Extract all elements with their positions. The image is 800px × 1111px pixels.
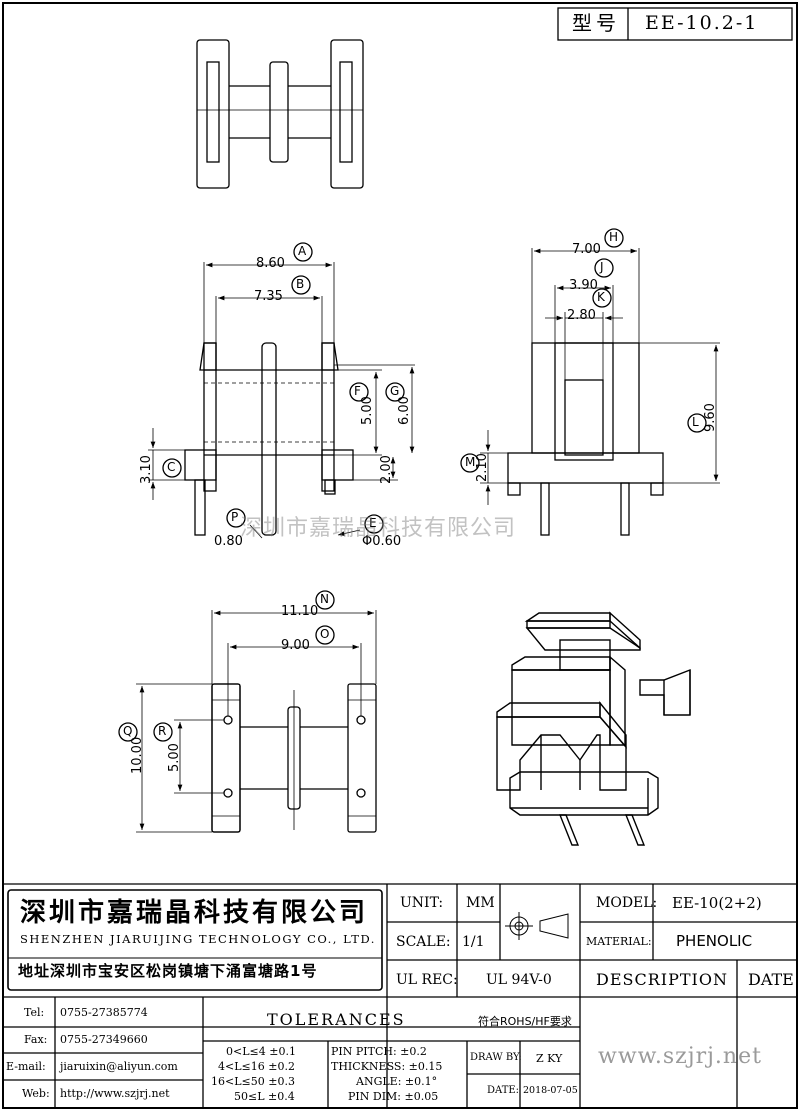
model-label: MODEL: — [596, 895, 658, 911]
tag-m: M — [465, 455, 476, 469]
isometric-view — [496, 611, 691, 846]
contact-tel-value: 0755-27385774 — [60, 1006, 148, 1019]
contact-email-label: E-mail: — [6, 1060, 46, 1073]
dim-e-value: Φ0.60 — [362, 534, 402, 549]
tag-q: Q — [123, 724, 133, 738]
tag-k: K — [597, 290, 605, 304]
model-box-value: EE-10.2-1 — [645, 12, 759, 34]
dim-o-value: 9.00 — [281, 638, 310, 653]
company-address: 地址深圳市宝安区松岗镇塘下涌富塘路1号 — [18, 962, 318, 980]
tag-f: F — [354, 384, 361, 398]
date-label: DATE: — [487, 1085, 520, 1096]
tolerance-other-row: PIN DIM: ±0.05 — [348, 1090, 439, 1103]
description-label: DESCRIPTION — [596, 970, 728, 989]
date-header: DATE — [748, 970, 794, 989]
material-label: MATERIAL: — [586, 935, 652, 948]
tolerance-length-row: 50≤L ±0.4 — [234, 1090, 295, 1103]
tolerance-other-row: THICKNESS: ±0.15 — [331, 1060, 443, 1073]
dim-p-value: 0.80 — [214, 534, 243, 549]
dim-j-value: 3.90 — [569, 278, 598, 293]
draw-by-label: DRAW BY: — [470, 1052, 522, 1063]
contact-tel-label: Tel: — [24, 1006, 45, 1019]
front-view — [148, 262, 415, 539]
dim-g-value: 6.00 — [397, 396, 412, 425]
dim-n-value: 11.10 — [281, 604, 319, 619]
draw-by-value: Z KY — [536, 1052, 563, 1065]
tag-l: L — [692, 415, 699, 429]
tag-e: E — [369, 516, 377, 530]
top-view — [196, 39, 364, 189]
tag-h: H — [609, 230, 619, 244]
dim-m-value: 2.10 — [475, 453, 490, 482]
dim-c-value: 3.10 — [139, 455, 154, 484]
tolerance-length-row: 16<L≤50 ±0.3 — [211, 1075, 295, 1088]
tag-c: C — [167, 460, 176, 474]
tolerances-title: TOLERANCES — [267, 1010, 406, 1029]
contact-fax-label: Fax: — [24, 1033, 48, 1046]
rohs-compliance: 符合ROHS/HF要求 — [478, 1015, 572, 1028]
scale-value: 1/1 — [462, 934, 485, 950]
tag-b: B — [296, 277, 305, 291]
contact-fax-value: 0755-27349660 — [60, 1033, 148, 1046]
material-value: PHENOLIC — [676, 932, 753, 950]
date-value: 2018-07-05 — [523, 1085, 578, 1096]
contact-web-label: Web: — [22, 1087, 50, 1100]
model-value: EE-10(2+2) — [672, 894, 762, 912]
tag-n: N — [320, 592, 329, 606]
unit-value: MM — [466, 895, 495, 911]
ul-rec-value: UL 94V-0 — [486, 972, 552, 988]
dim-b-value: 7.35 — [254, 289, 283, 304]
model-box-label: 型号 — [572, 11, 620, 35]
tolerance-length-row: 0<L≤4 ±0.1 — [226, 1045, 296, 1058]
tag-r: R — [158, 724, 167, 738]
dim-pin-pitch-value: 2.00 — [379, 455, 394, 484]
tag-o: O — [320, 627, 330, 641]
tolerance-other-row: PIN PITCH: ±0.2 — [331, 1045, 427, 1058]
company-name-en: SHENZHEN JIARUIJING TECHNOLOGY CO., LTD. — [20, 932, 376, 946]
scale-label: SCALE: — [396, 934, 451, 950]
tolerance-other-row: ANGLE: ±0.1° — [356, 1075, 438, 1088]
tag-circles — [118, 228, 707, 742]
bottom-view — [136, 610, 377, 833]
dim-q-value: 10.00 — [130, 736, 145, 774]
tag-j: J — [600, 260, 604, 274]
tag-g: G — [390, 384, 400, 398]
contact-email-value: jiaruixin@aliyun.com — [60, 1060, 178, 1073]
dim-h-value: 7.00 — [572, 242, 601, 257]
ul-rec-label: UL REC: — [396, 972, 458, 988]
dim-a-value: 8.60 — [256, 256, 285, 271]
unit-label: UNIT: — [400, 895, 444, 911]
model-box-frame — [557, 7, 793, 41]
watermark: 深圳市嘉瑞晶科技有限公司 — [240, 516, 517, 541]
dim-f-value: 5.00 — [360, 396, 375, 425]
tag-a: A — [298, 244, 307, 258]
dim-k-value: 2.80 — [567, 308, 596, 323]
company-name-cn: 深圳市嘉瑞晶科技有限公司 — [20, 898, 369, 928]
title-block — [3, 883, 797, 1108]
dim-r-value: 5.00 — [167, 743, 182, 772]
side-view — [480, 248, 720, 536]
contact-web-value: http://www.szjrj.net — [60, 1087, 170, 1100]
dim-l-value: 9.60 — [703, 403, 718, 432]
projection-symbol — [505, 912, 569, 940]
website-watermark: www.szjrj.net — [598, 1044, 762, 1069]
tolerance-length-row: 4<L≤16 ±0.2 — [218, 1060, 295, 1073]
tag-p: P — [231, 510, 239, 524]
